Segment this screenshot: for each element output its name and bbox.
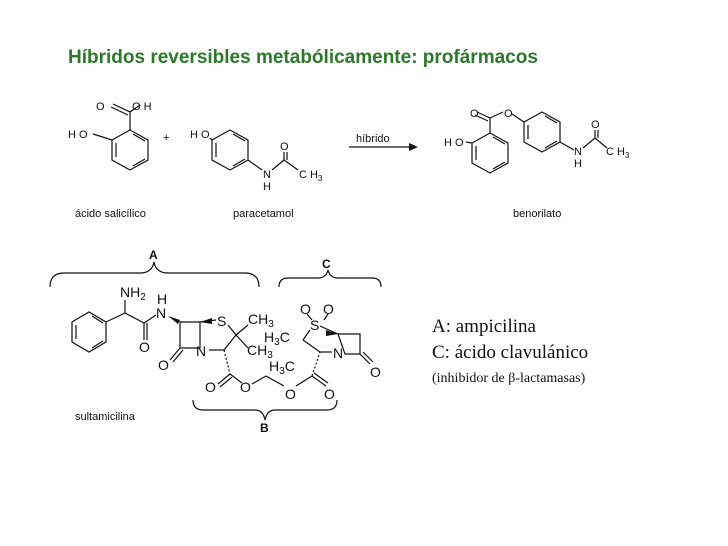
- page-title: Híbridos reversibles metabólicamente: pr…: [68, 47, 538, 68]
- atom-o: O: [370, 364, 381, 380]
- atom-s: S: [217, 313, 226, 329]
- brace-b-label: B: [260, 421, 269, 435]
- atom-o: O: [96, 101, 105, 113]
- atom-o: O: [240, 379, 251, 395]
- atom-h3c: H3C: [269, 358, 295, 377]
- brace-b: [192, 399, 338, 421]
- salicylic-acid-structure: O O H H O: [68, 101, 152, 171]
- atom-o: O: [205, 379, 216, 395]
- legend-c: C: ácido clavulánico: [432, 342, 588, 363]
- label-paracetamol: paracetamol: [233, 208, 294, 220]
- brace-c-label: C: [322, 257, 331, 271]
- atom-n: N: [156, 305, 166, 321]
- atom-ho: H O: [190, 129, 210, 141]
- atom-nh2: NH2: [120, 284, 146, 303]
- atom-o: O: [139, 339, 150, 355]
- atom-ch3: C H3: [606, 146, 630, 160]
- atom-n: N: [574, 146, 582, 158]
- atom-n: N: [196, 343, 206, 359]
- atom-ho: H O: [444, 137, 464, 149]
- label-sultamicillin: sultamicilina: [75, 411, 136, 423]
- atom-o: O: [323, 301, 334, 317]
- atom-n: N: [333, 345, 343, 361]
- brace-c: [278, 269, 382, 288]
- atom-h: H: [157, 291, 167, 307]
- atom-s: S: [310, 317, 319, 333]
- legend-a: A: ampicilina: [432, 316, 537, 337]
- benorilate-structure: O O H O O N H C H3: [444, 108, 630, 174]
- atom-o: O: [504, 108, 513, 120]
- atom-o: O: [470, 108, 479, 120]
- atom-h3c: H3C: [264, 329, 290, 348]
- paracetamol-structure: H O O N H C H3: [190, 129, 323, 193]
- atom-n: N: [263, 169, 271, 181]
- arrow-label: híbrido: [356, 133, 390, 145]
- atom-oh: O H: [132, 101, 152, 113]
- brace-a-label: A: [149, 248, 158, 262]
- atom-ch3: CH3: [248, 311, 274, 330]
- atom-o: O: [158, 357, 169, 373]
- atom-ch3: C H3: [299, 169, 323, 183]
- atom-o: O: [280, 141, 289, 153]
- atom-ho: H O: [68, 129, 88, 141]
- label-salicylic-acid: ácido salicílico: [75, 208, 146, 220]
- legend-note: (inhibidor de β-lactamasas): [432, 371, 586, 386]
- sultamicillin-structure: NH2 H N O O N S CH3 CH3 O O O O O O S H3…: [71, 284, 381, 402]
- atom-ch3: CH3: [247, 342, 273, 361]
- atom-o: O: [324, 386, 335, 402]
- atom-h: H: [263, 181, 271, 193]
- atom-o: O: [300, 301, 311, 317]
- atom-o: O: [285, 386, 296, 402]
- brace-a: [49, 261, 260, 288]
- plus-sign: +: [163, 132, 169, 144]
- reaction-arrow: híbrido: [349, 133, 418, 151]
- label-benorilate: benorilato: [513, 208, 561, 220]
- atom-o: O: [591, 119, 600, 131]
- atom-h: H: [574, 158, 582, 170]
